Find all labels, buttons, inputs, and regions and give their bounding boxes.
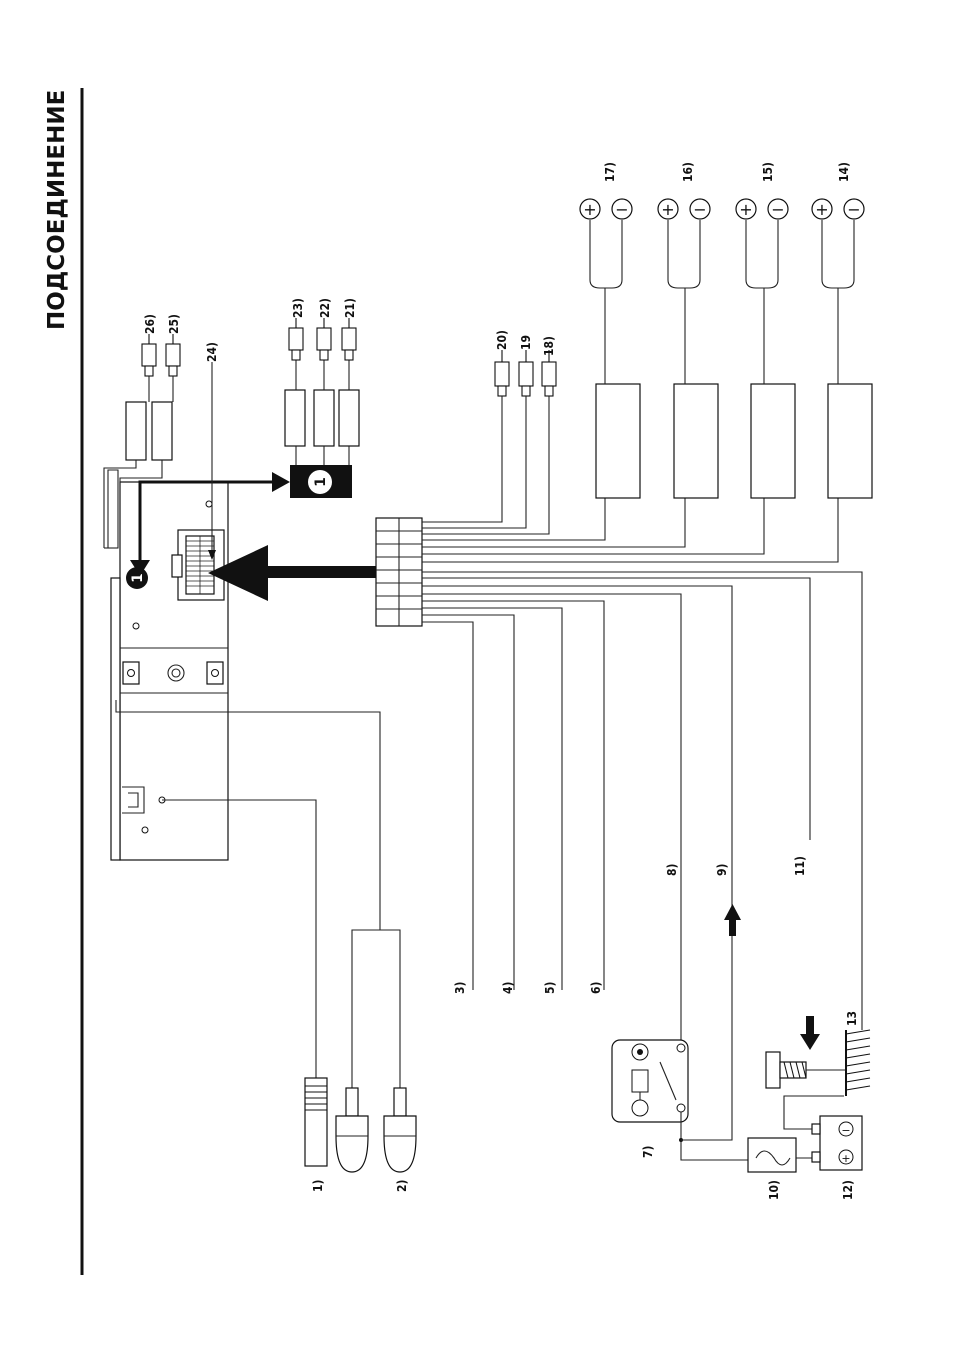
label-26: 26) (143, 314, 157, 334)
label-5: 5) (543, 981, 557, 994)
wire-battery (681, 858, 733, 1141)
label-7: 7) (641, 1145, 655, 1158)
ground-bolt-icon (765, 1051, 846, 1089)
harness-wires (422, 396, 863, 1048)
page-title: ПОДСОЕДИНЕНИЕ (44, 90, 70, 330)
plus-sign: + (661, 200, 674, 219)
battery-plus: + (841, 1152, 850, 1165)
rca-adapter-block: 1 (284, 360, 360, 498)
plus-sign: + (815, 200, 828, 219)
label-16: 16) (681, 162, 695, 182)
wire-acc (680, 1112, 752, 1161)
svg-text:1: 1 (313, 477, 329, 487)
label-24: 24) (205, 342, 219, 362)
label-9: 9) (715, 863, 729, 876)
plus-sign: + (739, 200, 752, 219)
label-15: 15) (761, 162, 775, 182)
label-22: 22) (318, 298, 332, 318)
label-4: 4) (501, 981, 515, 994)
fuse-icon (747, 1137, 797, 1173)
minus-sign: − (615, 200, 628, 219)
head-unit (110, 481, 229, 861)
callout-arrow (130, 472, 290, 576)
up-arrow-icon (724, 904, 741, 936)
ignition-switch (611, 1039, 689, 1123)
svg-text:1: 1 (130, 573, 146, 583)
battery-minus: − (841, 1124, 850, 1137)
rca-rear-boxes (103, 376, 174, 548)
label-18: 18) (542, 336, 556, 356)
label-12: 12) (841, 1180, 855, 1200)
label-11: 11) (793, 856, 807, 876)
label-8: 8) (665, 863, 679, 876)
screw-icons (127, 500, 219, 834)
label-20: 20) (495, 330, 509, 350)
speaker-blocks (589, 220, 873, 499)
harness-arrow (208, 545, 376, 601)
label-23: 23) (291, 298, 305, 318)
down-arrow-icon (800, 1016, 820, 1050)
label-13: 13 (845, 1011, 859, 1026)
label-2: 2) (395, 1179, 409, 1192)
mic-plugs (115, 700, 417, 1173)
callout-labels: 1) 2) 3) 4) 5) 6) 7) 8) 9) 10) 11) 12) 1… (143, 162, 859, 1200)
minus-sign: − (847, 200, 860, 219)
chassis-ground-icon (845, 1029, 871, 1096)
label-19: 19 (519, 335, 533, 350)
speaker-terminals: + − + − + − + − (579, 198, 865, 220)
minus-sign: − (693, 200, 706, 219)
label-1: 1) (311, 1179, 325, 1192)
label-25: 25) (167, 314, 181, 334)
label-17: 17) (603, 162, 617, 182)
label-21: 21) (343, 298, 357, 318)
label-6: 6) (589, 981, 603, 994)
battery-icon: + − (811, 1115, 863, 1171)
minus-sign: − (771, 200, 784, 219)
label-10: 10) (767, 1180, 781, 1200)
iso-socket (171, 529, 225, 601)
rca-plug-icons (141, 318, 557, 397)
antenna-plug (162, 799, 328, 1167)
label-3: 3) (453, 981, 467, 994)
label-14: 14) (837, 162, 851, 182)
plus-sign: + (583, 200, 596, 219)
harness-connector (375, 517, 423, 627)
callout-badge-unit: 1 (126, 567, 148, 589)
